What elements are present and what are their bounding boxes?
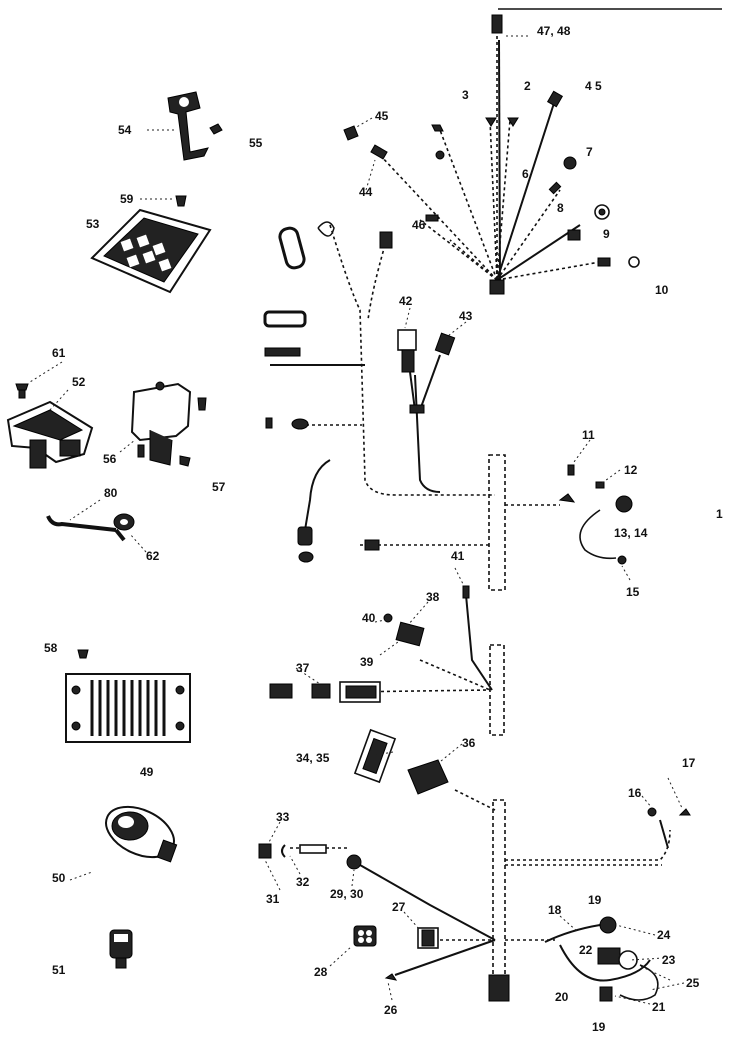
callout-61: 61 bbox=[52, 346, 66, 360]
callout-6: 6 bbox=[522, 167, 529, 181]
callout-62: 62 bbox=[146, 549, 160, 563]
callout-28: 28 bbox=[314, 965, 328, 979]
left-components bbox=[6, 91, 223, 969]
callout-36: 36 bbox=[462, 736, 476, 750]
main-harness bbox=[270, 30, 671, 981]
callout-3: 3 bbox=[462, 88, 469, 102]
callout-33: 33 bbox=[276, 810, 290, 824]
callout-27: 27 bbox=[392, 900, 406, 914]
callout-12: 12 bbox=[624, 463, 638, 477]
callout-10: 10 bbox=[655, 283, 669, 297]
callout-13-14: 13, 14 bbox=[614, 526, 648, 540]
callout-21: 21 bbox=[652, 1000, 666, 1014]
callout-55: 55 bbox=[249, 136, 263, 150]
callout-54: 54 bbox=[118, 123, 132, 137]
callout-49: 49 bbox=[140, 765, 154, 779]
callout-16: 16 bbox=[628, 786, 642, 800]
callout-15: 15 bbox=[626, 585, 640, 599]
callout-80: 80 bbox=[104, 486, 118, 500]
callout-4-5: 4 5 bbox=[585, 79, 602, 93]
callout-18: 18 bbox=[548, 903, 562, 917]
callout-38: 38 bbox=[426, 590, 440, 604]
callout-1: 1 bbox=[716, 507, 723, 521]
callout-40: 40 bbox=[362, 611, 376, 625]
callout-34-35: 34, 35 bbox=[296, 751, 330, 765]
callout-47-48: 47, 48 bbox=[537, 24, 571, 38]
callout-7: 7 bbox=[586, 145, 593, 159]
callout-22: 22 bbox=[579, 943, 593, 957]
callout-20: 20 bbox=[555, 990, 569, 1004]
callout-17: 17 bbox=[682, 756, 696, 770]
callout-44: 44 bbox=[359, 185, 373, 199]
callout-56: 56 bbox=[103, 452, 117, 466]
callout-53: 53 bbox=[86, 217, 100, 231]
callout-23: 23 bbox=[662, 953, 676, 967]
callout-57: 57 bbox=[212, 480, 226, 494]
callout-25: 25 bbox=[686, 976, 700, 990]
callout-42: 42 bbox=[399, 294, 413, 308]
callout-31: 31 bbox=[266, 892, 280, 906]
callout-2: 2 bbox=[524, 79, 531, 93]
callout-58: 58 bbox=[44, 641, 58, 655]
callout-8: 8 bbox=[557, 201, 564, 215]
callout-26: 26 bbox=[384, 1003, 398, 1017]
callout-39: 39 bbox=[360, 655, 374, 669]
callout-11: 11 bbox=[582, 428, 595, 442]
callout-46: 46 bbox=[412, 218, 426, 232]
callout-labels: 47, 48 2 3 4 5 6 7 8 9 10 45 44 46 42 43… bbox=[44, 24, 723, 1034]
callout-41: 41 bbox=[451, 549, 465, 563]
callout-52: 52 bbox=[72, 375, 86, 389]
leader-lines bbox=[29, 35, 685, 1005]
callout-45: 45 bbox=[375, 109, 389, 123]
harness-connectors bbox=[258, 14, 691, 1002]
callout-51: 51 bbox=[52, 963, 66, 977]
callout-24: 24 bbox=[657, 928, 671, 942]
callout-19-bottom: 19 bbox=[592, 1020, 606, 1034]
callout-50: 50 bbox=[52, 871, 66, 885]
callout-32: 32 bbox=[296, 875, 310, 889]
callout-37: 37 bbox=[296, 661, 310, 675]
callout-29-30: 29, 30 bbox=[330, 887, 364, 901]
callout-9: 9 bbox=[603, 227, 610, 241]
callout-19-top: 19 bbox=[588, 893, 602, 907]
callout-43: 43 bbox=[459, 309, 473, 323]
callout-59: 59 bbox=[120, 192, 134, 206]
